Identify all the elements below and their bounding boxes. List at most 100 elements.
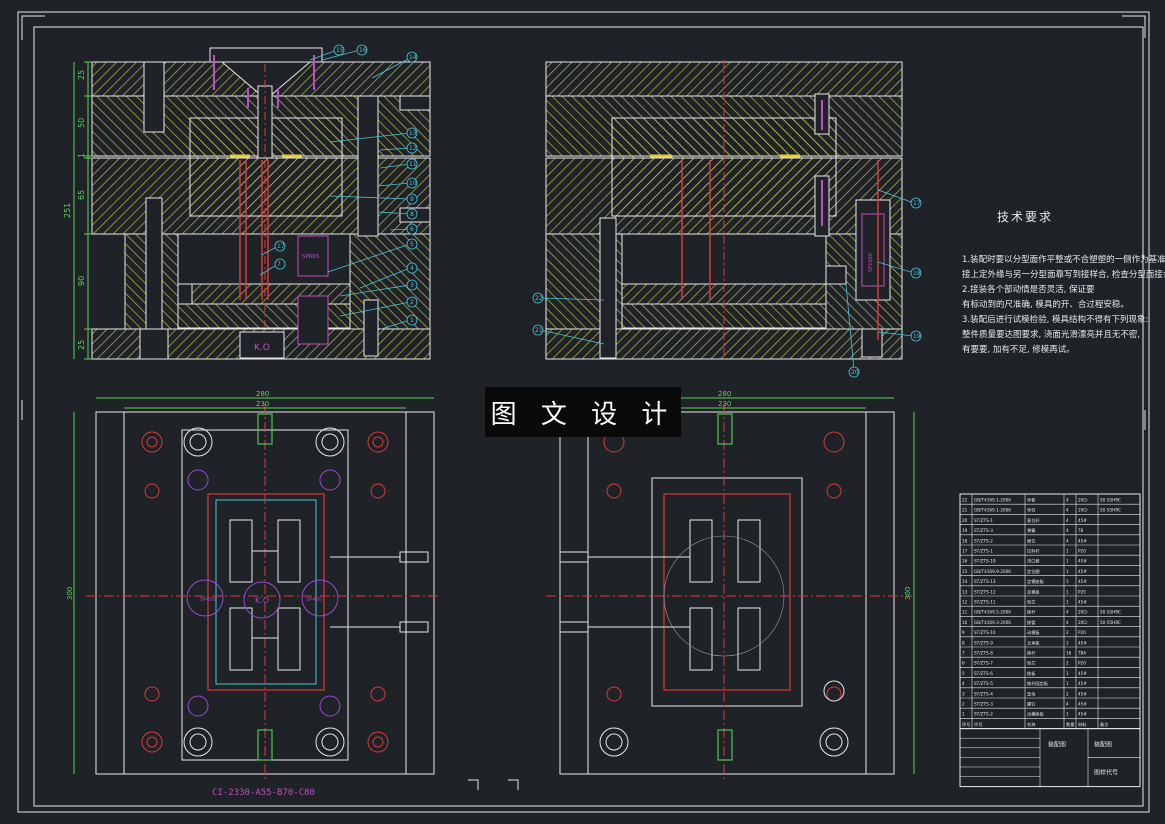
section-view-left (91, 47, 431, 360)
spring-label: SP1000 (868, 253, 874, 272)
bom-cell: 1 (1066, 640, 1069, 645)
watermark: 图 文 设 计 (485, 387, 681, 437)
bom-cell: 20Cr (1078, 610, 1088, 615)
dim-90: 90 (77, 276, 86, 286)
bom-cell: GB/T4169.1-2006 (974, 508, 1011, 513)
dim-230-left: 230 (256, 400, 269, 408)
bom-cell: T8 (1077, 528, 1084, 533)
bom-cell: 45# (1078, 712, 1087, 717)
bom-cell: 5 (962, 671, 965, 676)
tech-line-5: 3.装配后进行试模检验, 模具结构不得有下列现象: (962, 315, 1149, 325)
dim-plan-left-text: 280 230 300 (66, 390, 269, 600)
bom-cell: 8 (962, 640, 965, 645)
balloon-14: 14 (409, 54, 417, 61)
bom-cell: 11 (962, 610, 968, 615)
bom-cell: 1 (1066, 671, 1069, 676)
dim-280-right: 280 (718, 390, 731, 398)
bom-cell: ST/ZTS-6 (974, 671, 993, 676)
dim-chain-left (73, 61, 92, 360)
bom-cell: 导套 (1027, 497, 1036, 504)
bom-cell: 16 (1066, 651, 1072, 656)
bom-cell: 20Cr (1078, 620, 1088, 625)
bom-cell: 4 (962, 681, 965, 686)
bom-cell: ST/ZTS-13 (974, 579, 996, 584)
bom-cell: 4 (1066, 528, 1069, 533)
bom-cell: 20 (962, 518, 968, 523)
bom-cell: GB/T4169.5-2006 (974, 610, 1011, 615)
balloon-1: 1 (410, 317, 414, 324)
balloon-12: 12 (409, 145, 417, 152)
bom-cell: P20 (1078, 589, 1086, 594)
bom-cell: 动模板 (1027, 629, 1040, 636)
bom-header-cell: 备注 (1100, 721, 1109, 728)
dim-50: 50 (77, 118, 86, 128)
bom-cell: 浇口套 (1027, 558, 1040, 565)
bom-header-cell: 名称 (1027, 721, 1035, 728)
inner-border (33, 26, 1144, 807)
bom-cell: ST/ZTS-4 (974, 691, 993, 696)
bom-cell: 4 (1066, 702, 1069, 707)
bom-cell: 4 (1066, 538, 1069, 543)
bom-cell: 7 (962, 651, 965, 656)
bom-cell: ST/ZTS-8 (974, 651, 993, 656)
balloon-10: 10 (409, 180, 417, 187)
bom-cell: 推杆 (1027, 609, 1036, 616)
balloon-5: 5 (410, 241, 414, 248)
dim-plan-left (73, 397, 434, 774)
bom-cell: 50-55HRC (1100, 620, 1121, 625)
bom-cell: 50-55HRC (1100, 610, 1121, 615)
title-block-code: 图样代号 (1094, 769, 1118, 777)
bom-cell: 45# (1078, 681, 1087, 686)
bom-cell: 2 (1066, 661, 1069, 666)
ko-plan: K.O (255, 596, 269, 605)
bom-cell: 19 (962, 528, 968, 533)
dim-65: 65 (77, 190, 86, 200)
bom-cell: 14 (962, 579, 968, 584)
tech-requirements-title: 技术要求 (997, 210, 1054, 224)
bom-cell: 定模座板 (1027, 578, 1045, 585)
balloon-8: 8 (410, 211, 414, 218)
bom-cell: 20Cr (1078, 498, 1088, 503)
balloons-right: 17 18 19 20 21 22 (532, 189, 922, 378)
ko-label-top: K.O (254, 343, 270, 353)
bom-cell: 1 (1066, 589, 1069, 594)
bom-cell: ST/ZTS-5 (974, 681, 993, 686)
balloon-r-19: 19 (913, 333, 921, 340)
tech-line-4: 有标动到的尺准确, 模具的开、合过程安稳。 (962, 300, 1129, 310)
bom-cell: 9 (962, 630, 965, 635)
bom-cell: 1 (962, 712, 965, 717)
bom-cell: 45# (1078, 600, 1087, 605)
balloon-2: 2 (410, 299, 414, 306)
bom-cell: 2 (962, 702, 965, 707)
dim-25-top: 25 (77, 70, 86, 80)
bom-cell: ST/ZTS-10 (974, 630, 996, 635)
tech-line-2: 接上定外缘与另一分型面靠写到接样合, 检查分型面接合情况。 (962, 270, 1165, 280)
bom-cell: ST/ZTS-7 (974, 661, 993, 666)
bom-cell: 22 (962, 498, 968, 503)
tech-line-6: 整件质量要达图要求, 浇面光滑漂亮并且无不密, (962, 330, 1141, 340)
bom-header-cell: 数量 (1066, 721, 1074, 728)
plan-view-left (86, 404, 440, 780)
balloon-17: 17 (277, 243, 285, 250)
dim-230-right: 230 (718, 400, 731, 408)
bom-cell: 3 (962, 691, 965, 696)
bom-cell: 18 (962, 538, 968, 543)
bom-cell: 45# (1078, 538, 1087, 543)
bom-cell: 推杆 (1027, 650, 1036, 657)
bom-cell: 4 (1066, 610, 1069, 615)
balloon-4: 4 (410, 265, 414, 272)
bom-cell: 12 (962, 600, 968, 605)
bom-cell: 1 (1066, 579, 1069, 584)
bom-cell: 45# (1078, 702, 1087, 707)
dim-300-right: 300 (904, 587, 912, 600)
dim-text-left: 25 50 1 65 90 25 251 (63, 70, 86, 350)
dim-1: 1 (77, 153, 86, 158)
bom-cell: 13 (962, 589, 968, 594)
dim-plan-right-text: 280 230 300 (718, 390, 912, 600)
balloon-r-22: 22 (535, 295, 543, 302)
balloons-left: 14 13 12 11 10 9 8 7 6 5 4 3 2 1 15 16 1… (259, 44, 418, 331)
bom-cell: 45# (1078, 579, 1087, 584)
bom-cell: 限位 (1027, 537, 1035, 544)
